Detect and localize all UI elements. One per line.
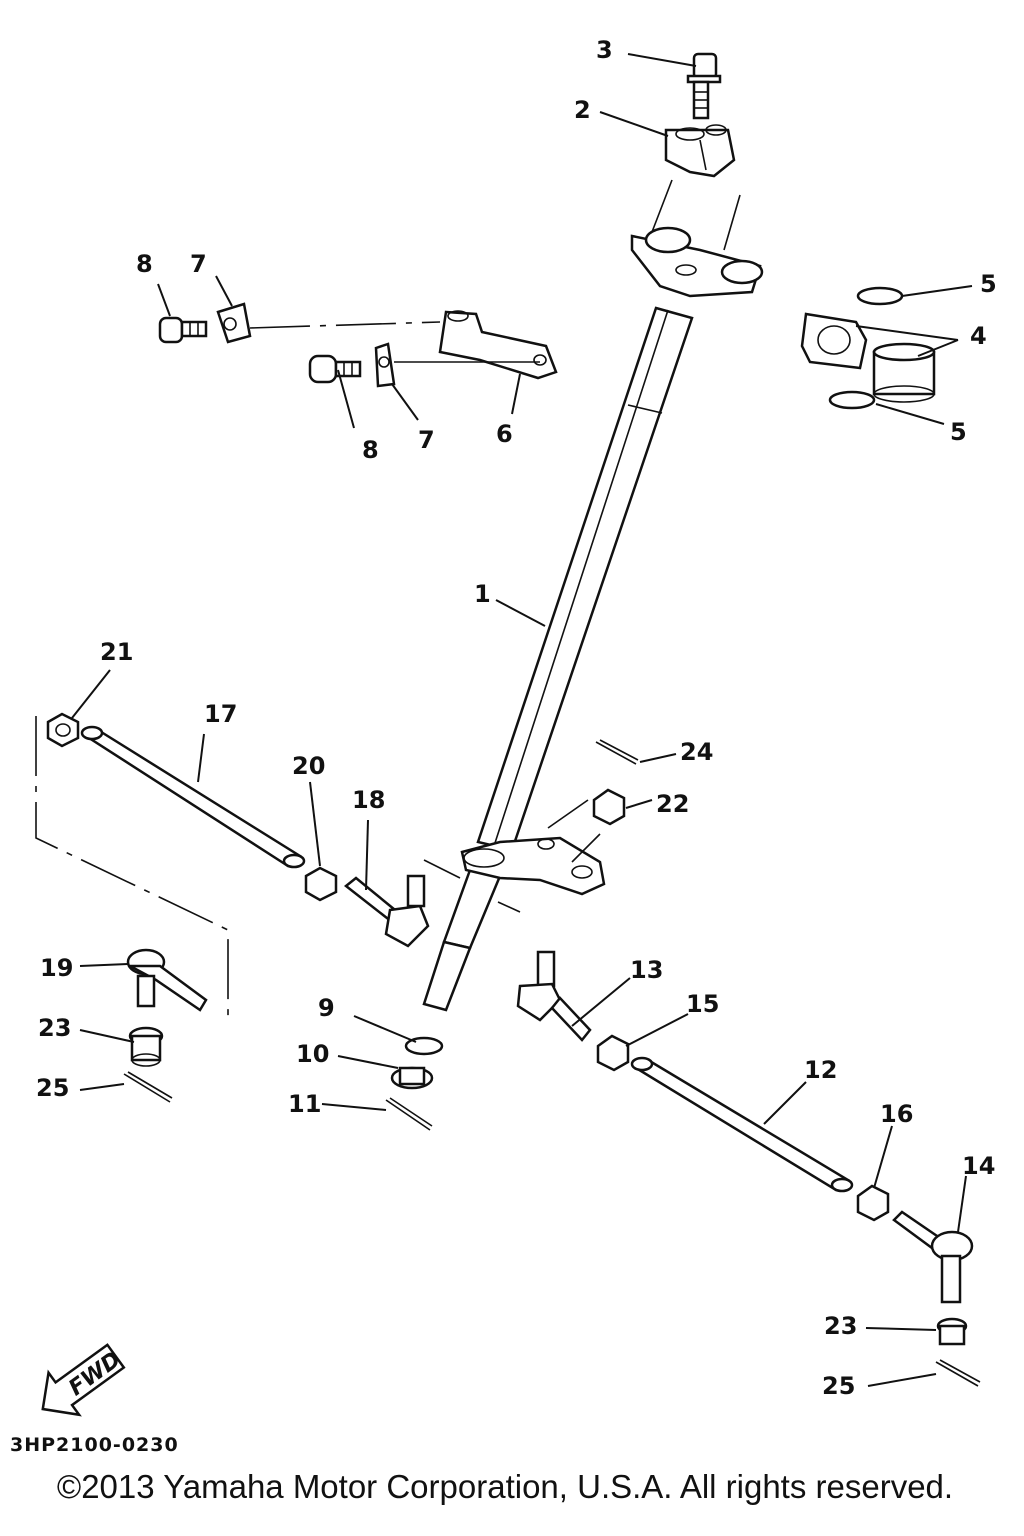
cotter-pin-25a xyxy=(123,1071,173,1103)
tie-rod-end-18 xyxy=(343,874,430,948)
lock-washer-7b xyxy=(374,342,396,388)
fwd-arrow-icon: FWD xyxy=(41,1343,126,1417)
bolt-8b xyxy=(308,354,362,384)
cotter-pin-24 xyxy=(595,739,639,765)
label-5b: 5 xyxy=(950,418,967,446)
nut-10 xyxy=(390,1066,434,1090)
tie-rod-end-13 xyxy=(516,950,592,1042)
washer-5a xyxy=(856,286,904,306)
steering-shaft xyxy=(422,306,694,1012)
label-15: 15 xyxy=(686,990,719,1018)
label-7a: 7 xyxy=(190,250,207,278)
tie-rod-end-19 xyxy=(126,948,208,1012)
label-1: 1 xyxy=(474,580,491,608)
pitman-arm xyxy=(460,836,606,896)
bolt-3 xyxy=(686,52,722,120)
bolt-8a xyxy=(158,316,208,344)
nut-23b xyxy=(936,1317,968,1346)
label-7b: 7 xyxy=(418,426,435,454)
label-25b: 25 xyxy=(822,1372,855,1400)
nut-15 xyxy=(596,1034,630,1072)
label-11: 11 xyxy=(288,1090,321,1118)
label-12: 12 xyxy=(804,1056,837,1084)
label-23b: 23 xyxy=(824,1312,857,1340)
cotter-pin-25b xyxy=(935,1359,981,1387)
label-4: 4 xyxy=(970,322,987,350)
label-9: 9 xyxy=(318,994,335,1022)
label-16: 16 xyxy=(880,1100,913,1128)
label-23a: 23 xyxy=(38,1014,71,1042)
label-24: 24 xyxy=(680,738,713,766)
label-6: 6 xyxy=(496,420,513,448)
label-19: 19 xyxy=(40,954,73,982)
label-22: 22 xyxy=(656,790,689,818)
label-5a: 5 xyxy=(980,270,997,298)
upper-handlebar-holder xyxy=(664,124,736,178)
label-13: 13 xyxy=(630,956,663,984)
drawing-code: 3HP2100-0230 xyxy=(10,1434,179,1456)
copyright-notice: ©2013 Yamaha Motor Corporation, U.S.A. A… xyxy=(56,1468,954,1505)
bushing-4b xyxy=(872,342,936,403)
label-2: 2 xyxy=(574,96,591,124)
nut-23a xyxy=(128,1026,164,1067)
cotter-pin-11 xyxy=(385,1097,433,1131)
label-21: 21 xyxy=(100,638,133,666)
label-18: 18 xyxy=(352,786,385,814)
nut-21 xyxy=(46,712,80,748)
nut-22 xyxy=(592,788,626,826)
label-3: 3 xyxy=(596,36,613,64)
column-holder-6 xyxy=(438,310,558,380)
nut-20 xyxy=(304,866,338,902)
label-20: 20 xyxy=(292,752,325,780)
tie-rod-17 xyxy=(80,725,306,869)
leader-lines xyxy=(71,53,973,1387)
lock-washer-7a xyxy=(216,302,252,344)
label-25a: 25 xyxy=(36,1074,69,1102)
tie-rod-end-14 xyxy=(892,1210,974,1304)
label-14: 14 xyxy=(962,1152,995,1180)
tie-rod-12 xyxy=(630,1056,854,1193)
bushing-4a xyxy=(800,312,868,370)
nut-16 xyxy=(856,1184,890,1222)
label-8b: 8 xyxy=(362,436,379,464)
washer-5b xyxy=(828,390,876,410)
label-17: 17 xyxy=(204,700,237,728)
label-8a: 8 xyxy=(136,250,153,278)
handlebar-holder xyxy=(630,226,764,298)
label-10: 10 xyxy=(296,1040,329,1068)
